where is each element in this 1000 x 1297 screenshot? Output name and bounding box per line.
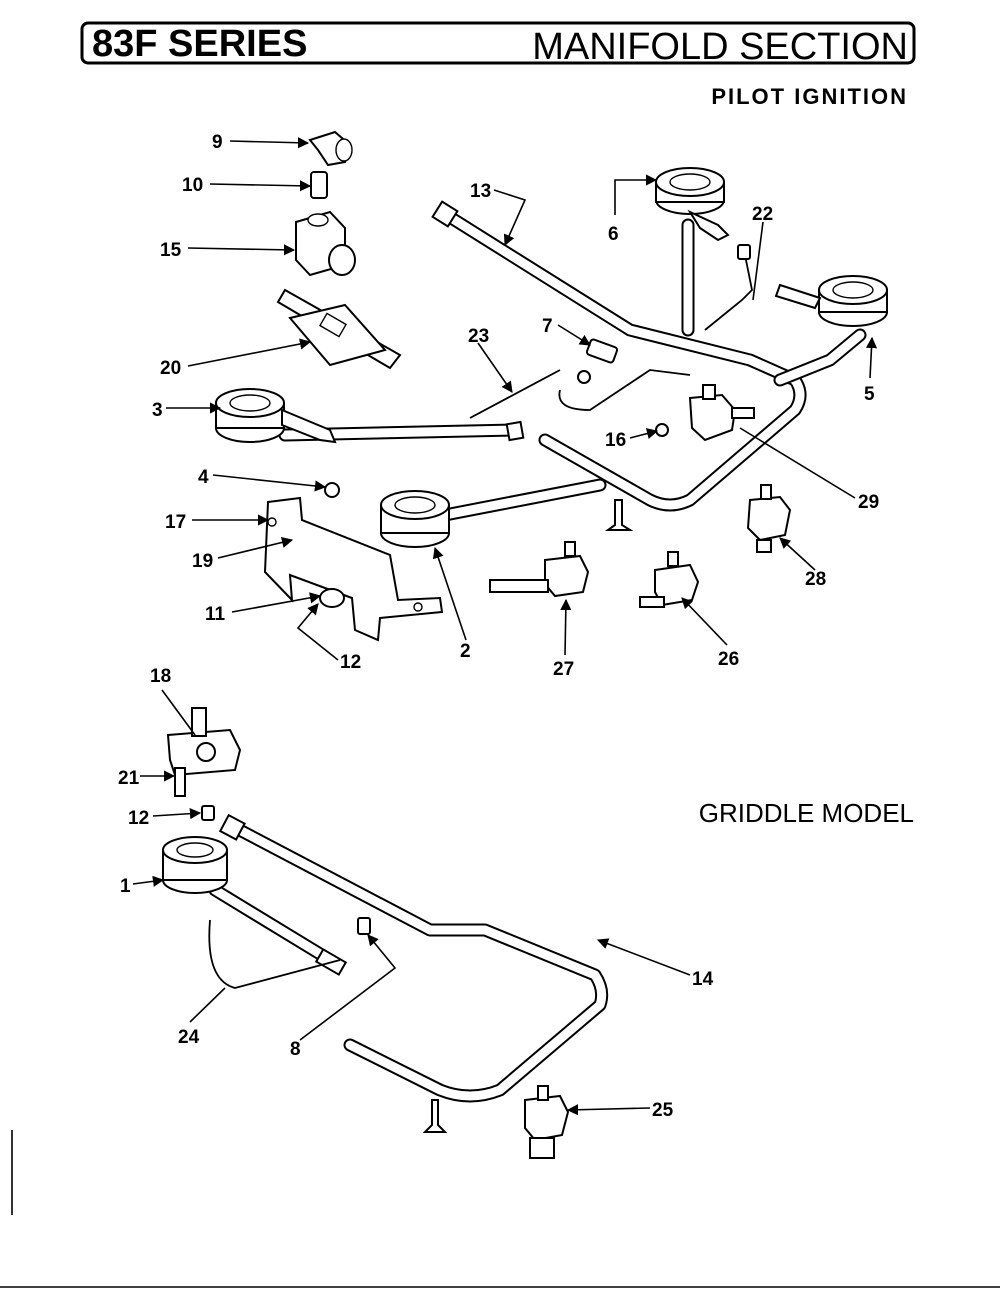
callout-23: 23 bbox=[468, 326, 489, 347]
valve-28 bbox=[746, 484, 792, 553]
callout-1: 1 bbox=[120, 876, 131, 897]
leader-lines bbox=[132, 137, 878, 1116]
valve-25 bbox=[524, 1085, 570, 1159]
thermocouple-lead bbox=[704, 254, 753, 331]
upper-manifold-assembly bbox=[215, 130, 888, 642]
valve-29 bbox=[688, 384, 755, 442]
manifold-inlet bbox=[431, 200, 459, 228]
header: 83F SERIES MANIFOLD SECTION PILOT IGNITI… bbox=[80, 21, 916, 109]
manifold-foot bbox=[604, 499, 634, 531]
griddle-pilot-tubing bbox=[208, 919, 341, 989]
callout-9: 9 bbox=[212, 132, 223, 153]
valve-26 bbox=[639, 551, 700, 608]
callout-10: 10 bbox=[182, 175, 203, 196]
callout-12-upper: 12 bbox=[340, 652, 361, 673]
callout-28: 28 bbox=[805, 569, 826, 590]
burner-6 bbox=[655, 167, 730, 242]
callout-4: 4 bbox=[198, 467, 209, 488]
callout-19: 19 bbox=[192, 551, 213, 572]
pilot-assembly bbox=[577, 338, 619, 384]
callout-22: 22 bbox=[752, 204, 773, 225]
callout-27: 27 bbox=[553, 659, 574, 680]
orifice-8 bbox=[357, 917, 371, 935]
title-frame bbox=[80, 21, 916, 65]
orifice-4 bbox=[324, 482, 340, 498]
regulator-bracket bbox=[276, 288, 402, 370]
burner-2 bbox=[380, 490, 450, 548]
callout-11: 11 bbox=[205, 604, 226, 625]
callout-2: 2 bbox=[460, 641, 471, 662]
callout-3: 3 bbox=[152, 400, 163, 421]
callout-8: 8 bbox=[290, 1039, 301, 1060]
callout-15: 15 bbox=[160, 240, 182, 261]
callout-17: 17 bbox=[165, 512, 186, 533]
griddle-model-label: GRIDDLE MODEL bbox=[699, 798, 914, 828]
callout-numbers: 9 10 15 20 3 4 17 19 11 12 2 13 6 22 7 2… bbox=[118, 132, 879, 1121]
section-title: MANIFOLD SECTION bbox=[532, 26, 908, 68]
valve-27 bbox=[489, 541, 590, 598]
elbow-fitting bbox=[308, 130, 353, 167]
callout-18: 18 bbox=[150, 666, 171, 687]
griddle-manifold-assembly bbox=[162, 707, 609, 1159]
callout-5: 5 bbox=[864, 384, 875, 405]
griddle-valve-bracket bbox=[166, 707, 242, 797]
callout-20: 20 bbox=[160, 358, 181, 379]
callout-14: 14 bbox=[692, 969, 714, 990]
subtitle: PILOT IGNITION bbox=[711, 84, 908, 109]
scan-marks bbox=[0, 1130, 1000, 1288]
nipple-fitting bbox=[310, 171, 328, 199]
callout-21: 21 bbox=[118, 768, 140, 789]
callout-13: 13 bbox=[470, 181, 491, 202]
pilot-tubing bbox=[469, 369, 691, 419]
clip-11 bbox=[319, 588, 345, 608]
callout-7: 7 bbox=[542, 316, 553, 337]
callout-24: 24 bbox=[178, 1027, 200, 1048]
burner-3 bbox=[215, 388, 337, 444]
callout-25: 25 bbox=[652, 1100, 674, 1121]
callout-16: 16 bbox=[605, 430, 626, 451]
series-title: 83F SERIES bbox=[92, 23, 307, 65]
callout-29: 29 bbox=[858, 492, 879, 513]
pressure-regulator bbox=[295, 210, 356, 277]
burner-1 bbox=[162, 836, 228, 894]
callout-26: 26 bbox=[718, 649, 739, 670]
valve-bracket bbox=[263, 496, 444, 642]
callout-12-lower: 12 bbox=[128, 808, 149, 829]
griddle-fitting bbox=[201, 805, 215, 821]
orifice-16 bbox=[655, 423, 669, 437]
burner-5 bbox=[774, 275, 888, 327]
callout-6: 6 bbox=[608, 224, 619, 245]
